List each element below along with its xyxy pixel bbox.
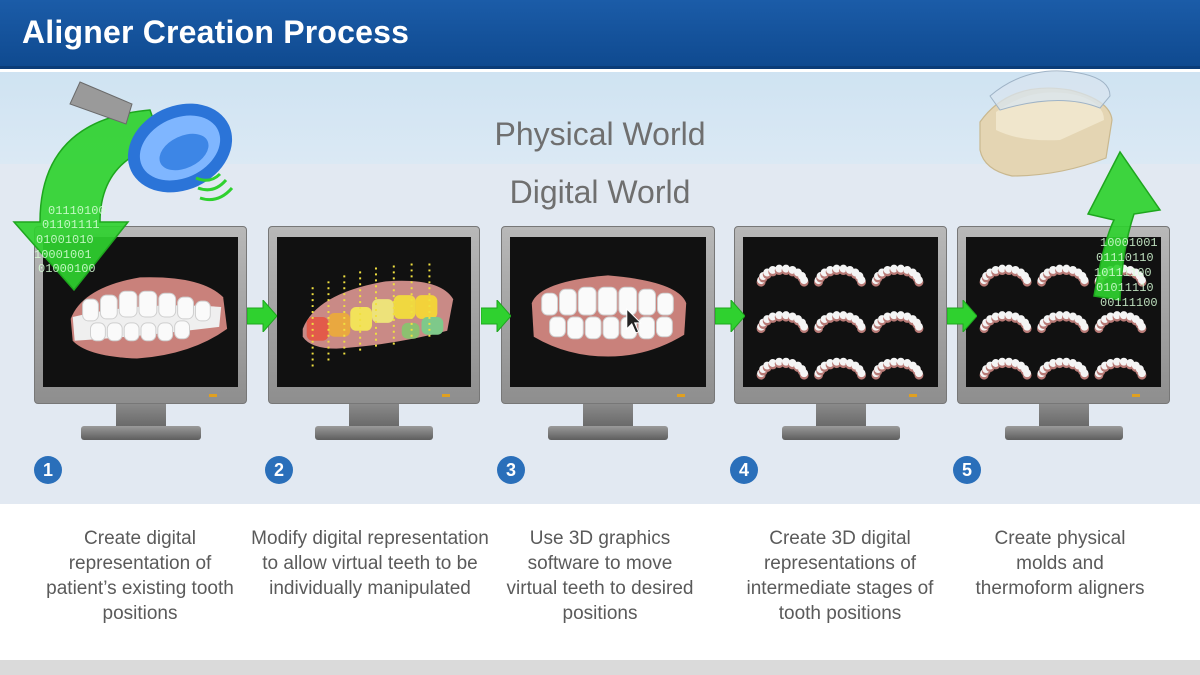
dental-arch [756,311,809,334]
dental-arch [979,357,1032,380]
header-bar: Aligner Creation Process [0,0,1200,69]
dental-arch [1094,311,1147,334]
arrow-right-icon [247,300,277,332]
power-led [677,394,685,397]
dental-arch [756,264,809,287]
segmented-teeth-image [302,263,454,367]
step-number-1: 1 [34,456,62,484]
arrow-right-icon [715,300,745,332]
monitor-neck [815,404,866,426]
monitor-screen [43,237,238,387]
step-description-5: Create physical molds and thermoform ali… [975,528,1145,599]
step-description-4: Create 3D digital representations of int… [746,528,934,624]
monitor-neck [1038,404,1089,426]
teeth-scan-image [70,277,228,359]
monitor-icon [34,226,247,404]
monitor-base [1004,426,1123,440]
monitor-screen [510,237,706,387]
step-description-2: Modify digital representation to allow v… [251,528,489,599]
arrow-right-icon [947,300,977,332]
monitor-base [548,426,668,440]
step-description-3: Use 3D graphics software to move virtual… [506,528,694,624]
dental-arch [871,311,924,334]
monitor-neck [115,404,166,426]
dental-arch [814,311,866,334]
monitor-icon [501,226,715,404]
monitor-base [781,426,900,440]
footer-strip [0,660,1200,675]
dental-arch [979,311,1032,334]
step-description-1: Create digital representation of patient… [46,528,234,624]
monitor-base [315,426,433,440]
dental-arch [756,357,809,380]
dental-arch [979,264,1032,287]
power-led [1132,394,1140,397]
final-stages-image [979,264,1147,380]
monitor-base [80,426,201,440]
dental-arch [814,264,866,287]
monitor-neck [583,404,633,426]
dental-arch [1037,311,1089,334]
dental-arch [871,264,924,287]
dental-arch [1094,357,1147,380]
step-number-4: 4 [730,456,758,484]
dental-arch [814,357,866,380]
dental-arch [1094,264,1147,287]
dental-arch [1037,264,1089,287]
step-number-2: 2 [265,456,293,484]
intermediate-stages-image [756,264,924,380]
monitor-icon [734,226,947,404]
monitor-neck [349,404,399,426]
power-led [209,394,217,397]
monitor-icon [268,226,480,404]
power-led [442,394,450,397]
monitor-screen [277,237,471,387]
arrow-right-icon [481,300,511,332]
digital-world-label: Digital World [509,174,691,210]
physical-world-label: Physical World [494,116,706,152]
dental-arch [871,357,924,380]
dental-arch [1037,357,1089,380]
monitor-screen [966,237,1161,387]
monitor-icon [957,226,1170,404]
monitor-screen [743,237,938,387]
step-number-5: 5 [953,456,981,484]
step-number-3: 3 [497,456,525,484]
power-led [909,394,917,397]
page-title: Aligner Creation Process [22,14,410,50]
aligned-teeth-image [531,275,687,357]
